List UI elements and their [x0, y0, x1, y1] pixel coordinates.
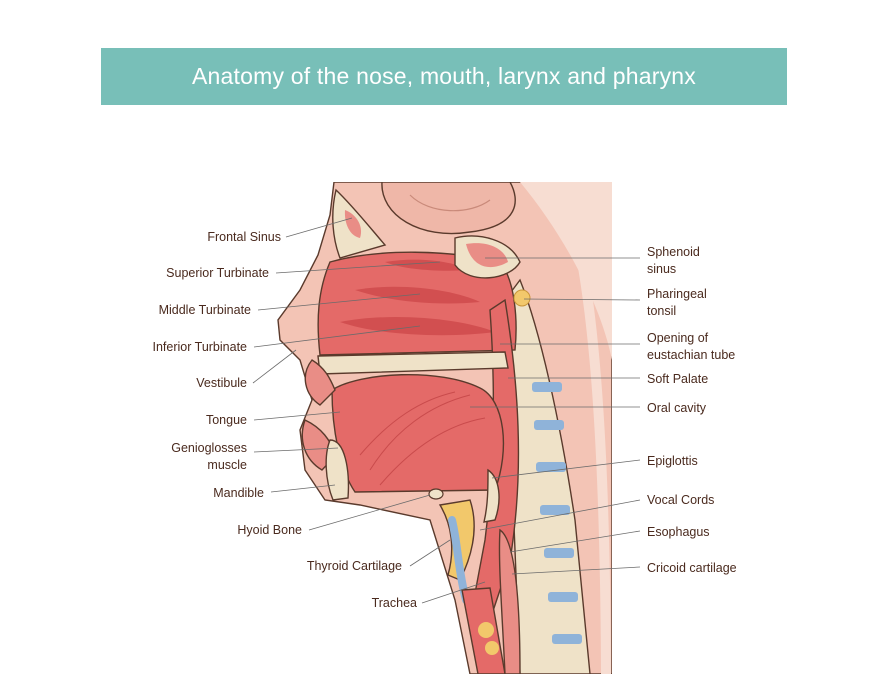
- tongue-shape: [331, 373, 505, 493]
- illustration: [277, 182, 612, 674]
- upper-lip: [304, 359, 336, 406]
- frontal-sinus-shape: [344, 210, 362, 238]
- brain-fold: [409, 194, 491, 212]
- label-epiglottis: Epiglottis: [647, 454, 698, 468]
- label-soft-palate: Soft Palate: [647, 372, 708, 386]
- title-banner: Anatomy of the nose, mouth, larynx and p…: [101, 48, 787, 105]
- label-pharingeal-line2: tonsil: [647, 304, 676, 318]
- label-eustachian-line2: eustachian tube: [647, 348, 735, 362]
- vertebrae: [532, 382, 582, 644]
- label-pharingeal-line1: Pharingeal: [647, 287, 707, 301]
- label-cricoid-cartilage: Cricoid cartilage: [647, 561, 737, 575]
- superior-turbinate-shape: [385, 259, 470, 271]
- label-thyroid-cartilage: Thyroid Cartilage: [307, 559, 402, 573]
- thyroid-gland-2: [485, 641, 499, 655]
- label-vestibule: Vestibule: [196, 376, 247, 390]
- label-vocal-cords: Vocal Cords: [647, 493, 714, 507]
- label-middle-turbinate: Middle Turbinate: [159, 303, 251, 317]
- labels-left: Frontal Sinus Superior Turbinate Middle …: [153, 230, 418, 610]
- label-genioglosses-line2: muscle: [207, 458, 247, 472]
- label-eustachian-line1: Opening of: [647, 331, 709, 345]
- label-mandible: Mandible: [213, 486, 264, 500]
- middle-turbinate-shape: [355, 286, 480, 304]
- tongue-fibers: [359, 391, 486, 486]
- label-sphenoid-line2: sinus: [647, 262, 676, 276]
- label-trachea: Trachea: [372, 596, 417, 610]
- leader-lines-right: [470, 257, 641, 575]
- label-esophagus: Esophagus: [647, 525, 710, 539]
- label-hyoid-bone: Hyoid Bone: [237, 523, 302, 537]
- hyoid-shape: [428, 488, 444, 500]
- label-genioglosses-line1: Genioglosses: [171, 441, 247, 455]
- label-frontal-sinus: Frontal Sinus: [207, 230, 281, 244]
- page-title: Anatomy of the nose, mouth, larynx and p…: [192, 63, 696, 89]
- epiglottis-shape: [483, 468, 500, 523]
- label-oral-cavity: Oral cavity: [647, 401, 707, 415]
- labels-right: Sphenoid sinus Pharingeal tonsil Opening…: [647, 245, 737, 575]
- label-inferior-turbinate: Inferior Turbinate: [153, 340, 248, 354]
- brain: [381, 182, 516, 235]
- label-superior-turbinate: Superior Turbinate: [166, 266, 269, 280]
- label-tongue: Tongue: [206, 413, 247, 427]
- leader-lines-left: [252, 217, 486, 604]
- label-sphenoid-line1: Sphenoid: [647, 245, 700, 259]
- skull-band: [520, 182, 612, 360]
- spinal-cord: [575, 249, 611, 674]
- sphenoid-sinus-shape: [466, 243, 508, 268]
- pharyngeal-tonsil-shape: [513, 289, 531, 307]
- thyroid-gland: [478, 622, 494, 638]
- esophagus-shape: [498, 528, 521, 674]
